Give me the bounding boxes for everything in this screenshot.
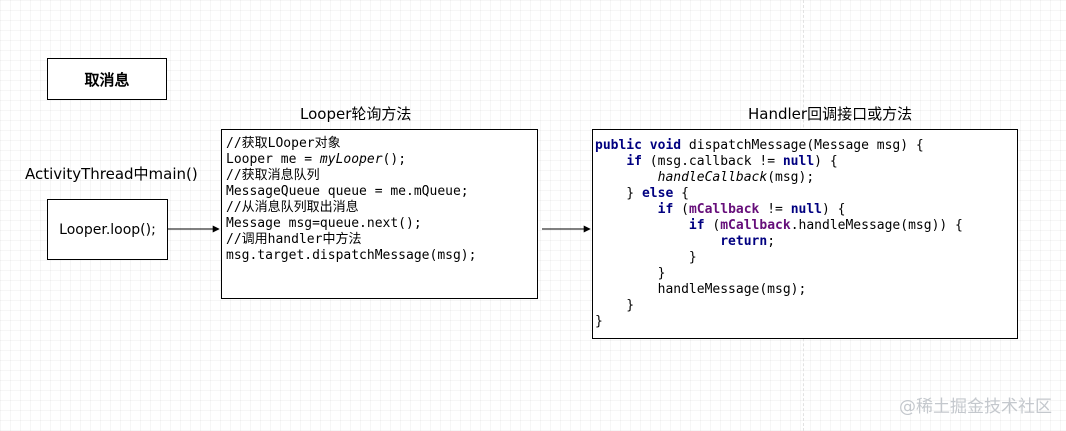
code-token: //获取消息队列: [226, 168, 320, 183]
looper-method-label: Looper轮询方法: [300, 105, 412, 123]
looper-code-line: //从消息队列取出消息: [226, 200, 533, 216]
code-token: //从消息队列取出消息: [226, 200, 359, 215]
code-token: }: [595, 314, 603, 329]
activity-thread-label: ActivityThread中main(): [25, 165, 198, 183]
code-token: handleMessage(msg);: [595, 282, 807, 297]
code-token: else: [641, 186, 674, 201]
code-token: //调用handler中方法: [226, 232, 362, 247]
watermark: @稀土掘金技术社区: [899, 392, 1052, 417]
code-token: ();: [382, 152, 407, 167]
dispatch-code-line: if (mCallback != null) {: [595, 202, 1015, 218]
code-token: if: [688, 218, 705, 233]
dispatch-code-line: if (mCallback.handleMessage(msg)) {: [595, 218, 1015, 234]
code-token: //获取LOoper对象: [226, 136, 341, 151]
title-text: 取消息: [84, 70, 130, 89]
code-token: (: [704, 218, 721, 233]
dispatch-code-line: return;: [595, 234, 1015, 250]
code-token: Looper me =: [226, 152, 320, 167]
looper-code-line: msg.target.dispatchMessage(msg);: [226, 248, 533, 264]
dispatch-code-line: if (msg.callback != null) {: [595, 154, 1015, 170]
looper-code-line: Looper me = myLooper();: [226, 152, 533, 168]
looper-code-line: MessageQueue queue = me.mQueue;: [226, 184, 533, 200]
code-token: {: [673, 186, 689, 201]
code-token: !=: [759, 202, 791, 217]
code-token: MessageQueue queue = me.mQueue;: [226, 184, 469, 199]
dispatch-code-line: } else {: [595, 186, 1015, 202]
code-token: (: [673, 202, 689, 217]
looper-code-line: //调用handler中方法: [226, 232, 533, 248]
code-token: dispatchMessage(Message msg) {: [681, 138, 924, 153]
code-token: }: [595, 186, 642, 201]
code-token: Message msg=queue.next();: [226, 216, 422, 231]
dispatch-code-line: }: [595, 314, 1015, 330]
code-token: public: [595, 138, 642, 153]
code-token: mCallback: [720, 218, 791, 233]
code-token: ) {: [822, 202, 846, 217]
dispatch-message-code-box: public void dispatchMessage(Message msg)…: [592, 129, 1018, 339]
watermark-text: @稀土掘金技术社区: [899, 397, 1052, 417]
code-token: handleCallback: [657, 170, 768, 185]
looper-loop-box: Looper.loop();: [47, 199, 168, 260]
dispatch-code-line: }: [595, 250, 1015, 266]
handler-callback-label: Handler回调接口或方法: [748, 105, 913, 123]
dispatch-code-line: handleMessage(msg);: [595, 282, 1015, 298]
code-token: myLooper: [319, 152, 383, 167]
code-token: void: [649, 138, 682, 153]
code-token: (msg.callback !=: [641, 154, 783, 169]
code-token: return: [720, 234, 768, 249]
code-token: .handleMessage(msg)) {: [790, 218, 963, 233]
looper-code-line: //获取消息队列: [226, 168, 533, 184]
dispatch-code-line: handleCallback(msg);: [595, 170, 1015, 186]
code-token: }: [595, 298, 635, 313]
code-token: msg.target.dispatchMessage(msg);: [226, 248, 477, 263]
code-token: (msg);: [767, 170, 815, 185]
title-box: 取消息: [47, 58, 167, 100]
code-token: null: [782, 154, 815, 169]
code-token: }: [595, 250, 697, 265]
code-token: null: [790, 202, 823, 217]
looper-code-line: Message msg=queue.next();: [226, 216, 533, 232]
dispatch-code-line: public void dispatchMessage(Message msg)…: [595, 138, 1015, 154]
looper-loop-text: Looper.loop();: [59, 221, 156, 238]
looper-code-line: //获取LOoper对象: [226, 136, 533, 152]
code-token: }: [595, 266, 666, 281]
code-token: if: [626, 154, 642, 169]
code-token: ;: [767, 234, 776, 249]
dispatch-code-line: }: [595, 298, 1015, 314]
code-token: mCallback: [688, 202, 760, 217]
code-token: if: [657, 202, 674, 217]
code-token: ) {: [814, 154, 838, 169]
dispatch-code-line: }: [595, 266, 1015, 282]
